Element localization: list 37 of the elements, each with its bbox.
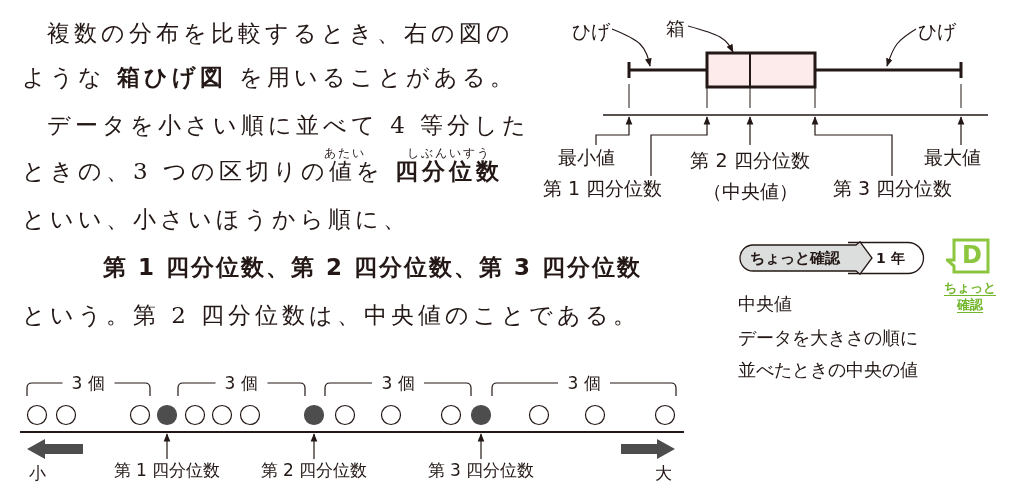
callout-label: ひげ: [572, 19, 610, 45]
text-line: 第 1 四分位数、第 2 四分位数、第 3 四分位数: [103, 253, 643, 282]
leader-arrow: [611, 28, 652, 67]
leader-arrow: [957, 116, 965, 146]
callout-label: 箱: [666, 16, 685, 42]
text-line: データを小さい順に並べて 4 等分した: [47, 111, 531, 140]
leader-arrow: [650, 116, 711, 177]
callout-label: 最大値: [924, 145, 981, 171]
text-line: 中央値: [738, 292, 792, 316]
leader-arrow: [477, 433, 485, 460]
badge-text: ちょっと確認: [750, 248, 840, 268]
text-line: という。第 2 四分位数は、中央値のことである。: [22, 301, 641, 330]
link-text: ちょっと確認: [944, 279, 996, 313]
callout-label: 最小値: [558, 145, 615, 171]
callout-label: 第 1 四分位数: [543, 176, 663, 202]
leader-arrow: [746, 116, 754, 146]
ruby-text: あたい: [323, 145, 366, 160]
text-line: といい、小さいほうから順に、: [22, 205, 410, 234]
leader-arrow: [163, 433, 171, 460]
badge-letter: D: [962, 241, 982, 269]
ruby-text: しぶんいすう: [407, 145, 492, 160]
leader-arrow: [687, 25, 734, 53]
callout-text: （中央値）: [701, 179, 799, 204]
callout-text: 第 2 四分位数: [690, 148, 810, 173]
leader-arrow: [811, 116, 893, 177]
callout-label: 第 3 四分位数: [427, 459, 535, 482]
callout-label: 第 3 四分位数: [833, 176, 953, 202]
text-line: 複数の分布を比較するとき、右の図の: [47, 19, 514, 48]
grade-text: 1 年: [876, 249, 905, 268]
leader-arrow: [595, 116, 633, 146]
callout-label: 第 1 四分位数: [113, 459, 221, 482]
callout-label: ひげ: [918, 19, 956, 45]
text-line: データを大きさの順に並べたときの中央の値: [738, 326, 919, 382]
text-line: ような 箱ひげ図 を用いることがある。: [22, 62, 517, 92]
callout-label: 第 2 四分位数: [260, 459, 368, 482]
leader-arrow: [310, 433, 318, 460]
leader-arrow: [886, 28, 917, 67]
